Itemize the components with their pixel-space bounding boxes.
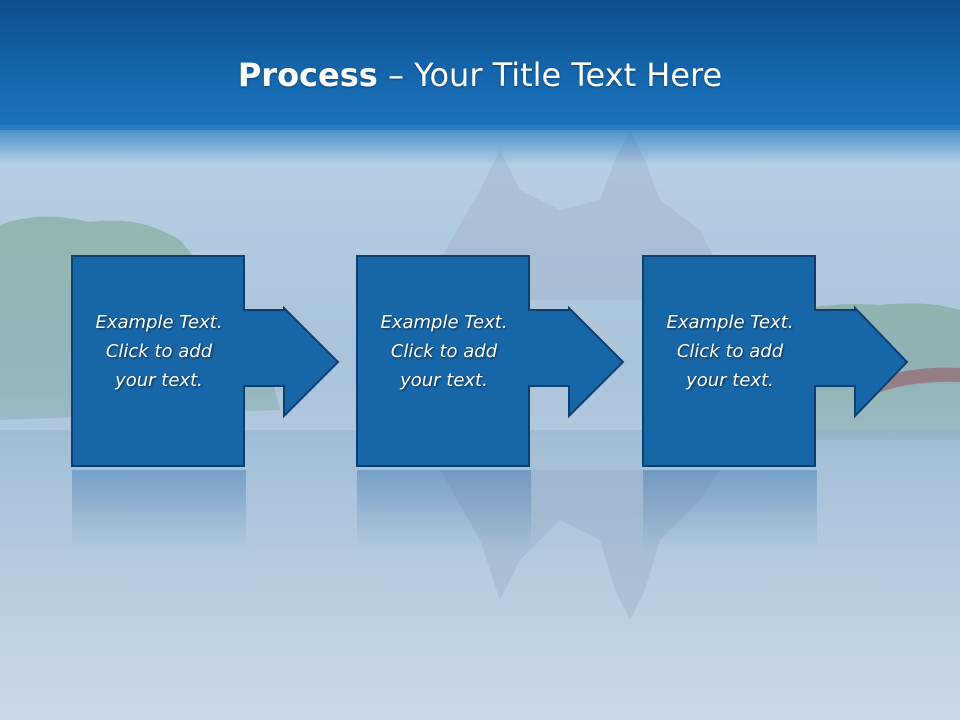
slide-title-rest: – Your Title Text Here	[377, 56, 723, 94]
step-1-line-1: Example Text.	[95, 312, 223, 333]
process-step-3[interactable]: Example Text. Click to add your text.	[642, 255, 909, 467]
process-step-2[interactable]: Example Text. Click to add your text.	[356, 255, 625, 467]
step-1-text: Example Text. Click to add your text.	[72, 308, 246, 395]
title-band	[0, 0, 960, 130]
step-3-line-2: Click to add	[676, 341, 784, 362]
step-2-line-2: Click to add	[390, 341, 498, 362]
step-3-line-3: your text.	[686, 370, 774, 391]
slide-title-bold: Process	[237, 56, 378, 94]
step-1-arrow-shape	[71, 255, 340, 467]
step-2-line-3: your text.	[400, 370, 488, 391]
step-3-text: Example Text. Click to add your text.	[643, 308, 817, 395]
title-band-fade	[0, 125, 960, 165]
step-3-line-1: Example Text.	[666, 312, 794, 333]
step-3-arrow-shape	[642, 255, 909, 467]
step-2-arrow-shape	[356, 255, 625, 467]
step-2-reflection	[357, 470, 531, 550]
slide-title[interactable]: Process – Your Title Text Here	[0, 52, 960, 98]
process-step-1[interactable]: Example Text. Click to add your text.	[71, 255, 340, 467]
step-2-line-1: Example Text.	[380, 312, 508, 333]
step-1-line-2: Click to add	[105, 341, 213, 362]
step-1-reflection	[72, 470, 246, 550]
step-1-line-3: your text.	[115, 370, 203, 391]
step-3-reflection	[643, 470, 817, 550]
step-2-text: Example Text. Click to add your text.	[357, 308, 531, 395]
